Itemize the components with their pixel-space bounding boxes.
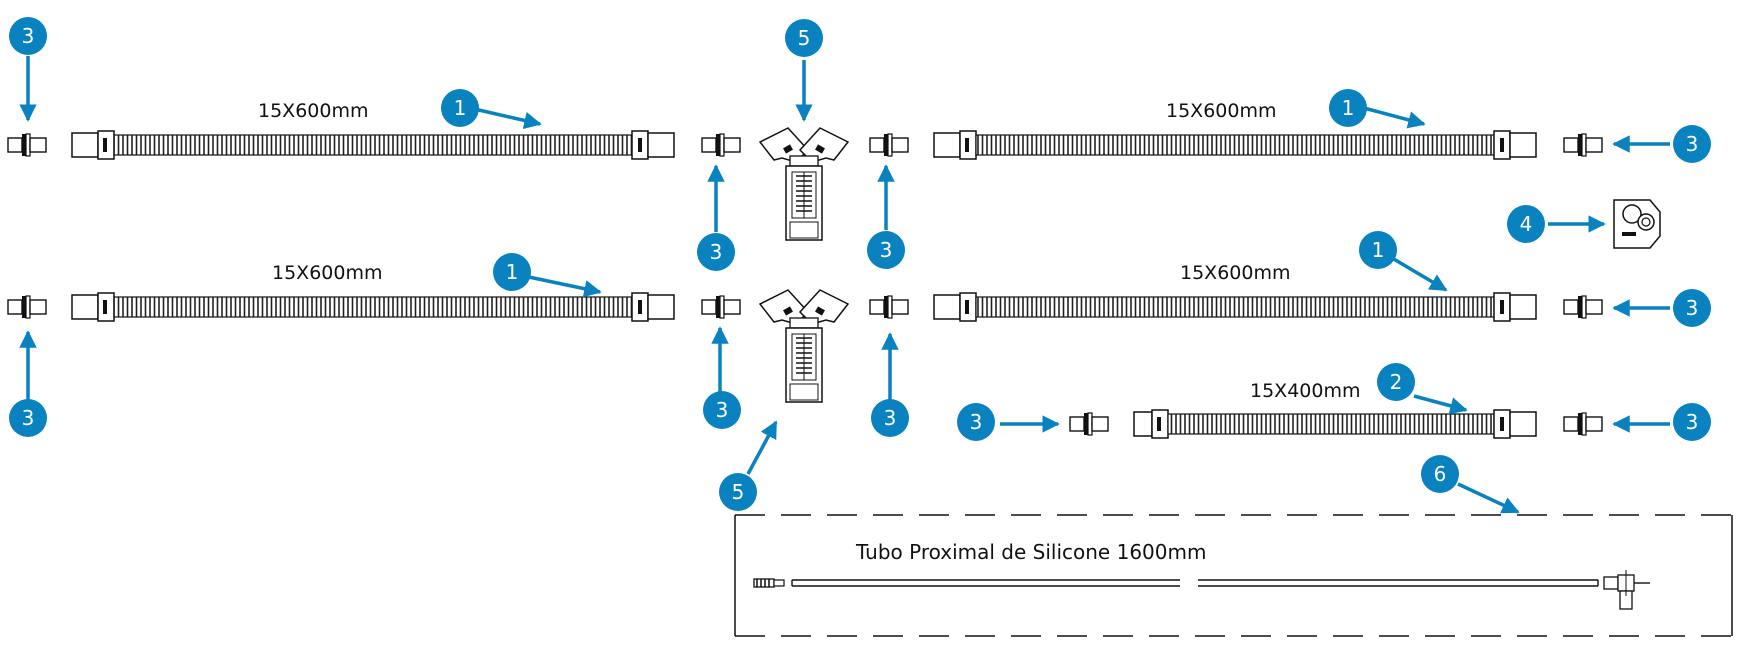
callout-badge-5a: 5 <box>785 19 823 57</box>
connector-3-f <box>869 295 909 319</box>
callout-badge-2: 2 <box>1377 363 1415 401</box>
water-trap-top <box>758 127 850 241</box>
proximal-tube-label: Tubo Proximal de Silicone 1600mm <box>856 540 1207 564</box>
callout-badge-1d: 1 <box>1359 231 1397 269</box>
callout-badge-6: 6 <box>1421 455 1459 493</box>
svg-text:3: 3 <box>880 238 893 262</box>
proximal-silicone-tube <box>753 570 1650 610</box>
adapter-4 <box>1613 199 1661 249</box>
tube-15x600-top-left <box>71 130 675 160</box>
tube-label-middle-right: 15X600mm <box>1180 262 1291 284</box>
svg-text:5: 5 <box>798 26 811 50</box>
svg-text:5: 5 <box>732 480 745 504</box>
connector-3-a <box>7 133 47 157</box>
proximal-tube-box <box>734 514 1733 637</box>
connector-3-i <box>1069 412 1109 436</box>
connector-3-h <box>1563 295 1603 319</box>
callout-badge-3e: 3 <box>1673 289 1711 327</box>
svg-text:6: 6 <box>1434 462 1447 486</box>
callout-badge-1c: 1 <box>493 253 531 291</box>
tube-15x600-top-right <box>933 130 1537 160</box>
connector-3-c <box>701 133 741 157</box>
tube-label-top-left: 15X600mm <box>258 100 369 122</box>
callout-badge-3h: 3 <box>871 399 909 437</box>
callout-badge-5b: 5 <box>719 473 757 511</box>
svg-text:3: 3 <box>1686 296 1699 320</box>
svg-text:3: 3 <box>1686 132 1699 156</box>
callout-badge-1a: 1 <box>441 89 479 127</box>
tube-15x600-middle-right <box>933 292 1537 322</box>
callout-badge-3g: 3 <box>703 391 741 429</box>
svg-text:4: 4 <box>1520 212 1533 236</box>
svg-text:1: 1 <box>454 96 467 120</box>
svg-text:3: 3 <box>716 398 729 422</box>
callout-badge-3j: 3 <box>1673 403 1711 441</box>
connector-3-j <box>1563 412 1603 436</box>
tube-label-top-right: 15X600mm <box>1166 100 1277 122</box>
svg-text:3: 3 <box>1686 410 1699 434</box>
svg-text:1: 1 <box>1342 96 1355 120</box>
svg-text:3: 3 <box>710 240 723 264</box>
callout-arrows <box>19 56 1670 514</box>
callout-badge-3f: 3 <box>9 399 47 437</box>
svg-text:1: 1 <box>506 260 519 284</box>
svg-text:2: 2 <box>1390 370 1403 394</box>
callout-badge-3c: 3 <box>697 233 735 271</box>
tube-15x600-bottom-left <box>71 292 675 322</box>
svg-text:3: 3 <box>884 406 897 430</box>
svg-text:1: 1 <box>1372 238 1385 262</box>
callout-badge-3i: 3 <box>957 403 995 441</box>
svg-text:3: 3 <box>22 406 35 430</box>
connector-3-g <box>1563 133 1603 157</box>
tube-label-bottom-left: 15X600mm <box>272 262 383 284</box>
tube-15x400 <box>1133 409 1537 439</box>
callout-badge-3b: 3 <box>1673 125 1711 163</box>
connector-3-e <box>869 133 909 157</box>
callout-badge-3a: 3 <box>9 17 47 55</box>
connector-3-d <box>701 295 741 319</box>
water-trap-bottom <box>758 289 850 403</box>
svg-text:3: 3 <box>970 410 983 434</box>
callout-badge-1b: 1 <box>1329 89 1367 127</box>
tube-label-short: 15X400mm <box>1250 380 1361 402</box>
callout-badge-3d: 3 <box>867 231 905 269</box>
callout-badge-4: 4 <box>1507 205 1545 243</box>
svg-text:3: 3 <box>22 24 35 48</box>
connector-3-b <box>7 295 47 319</box>
